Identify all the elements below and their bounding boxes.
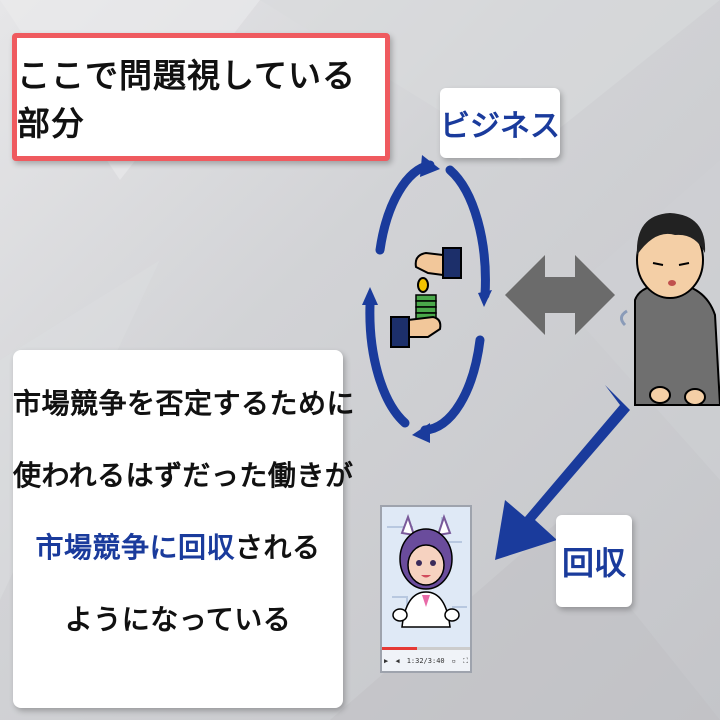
- text-line-2: 使われるはずだった働きが: [13, 440, 343, 512]
- double-arrow-icon: [505, 255, 615, 335]
- volume-icon[interactable]: ◀: [395, 657, 399, 665]
- settings-icon[interactable]: ▫: [452, 657, 456, 665]
- text-line-1: 市場競争を否定するために: [13, 368, 343, 440]
- title-box: ここで問題視している部分: [12, 33, 390, 161]
- text-line-4: ようになっている: [13, 584, 343, 656]
- tired-man-icon: [615, 205, 720, 410]
- money-exchange-icon: [388, 245, 468, 355]
- page-title: ここで問題視している部分: [17, 49, 385, 145]
- business-label: ビジネス: [440, 88, 560, 158]
- progress-bar[interactable]: [382, 647, 470, 650]
- video-controls: ▶ ◀ 1:32/3:40 ▫ ⛶: [384, 652, 468, 670]
- main-text-box: 市場競争を否定するために 使われるはずだった働きが 市場競争に回収される ように…: [13, 350, 343, 708]
- video-time: 1:32/3:40: [407, 657, 445, 665]
- text-line-3-highlight: 市場競争に回収: [35, 531, 235, 564]
- text-line-3: 市場競争に回収される: [13, 512, 343, 584]
- text-line-3-rest: される: [235, 531, 321, 564]
- fullscreen-icon[interactable]: ⛶: [463, 657, 468, 666]
- collect-label: 回収: [556, 515, 632, 607]
- vtuber-avatar: [382, 507, 470, 647]
- video-player[interactable]: ▶ ◀ 1:32/3:40 ▫ ⛶: [380, 505, 472, 673]
- play-icon[interactable]: ▶: [384, 657, 388, 665]
